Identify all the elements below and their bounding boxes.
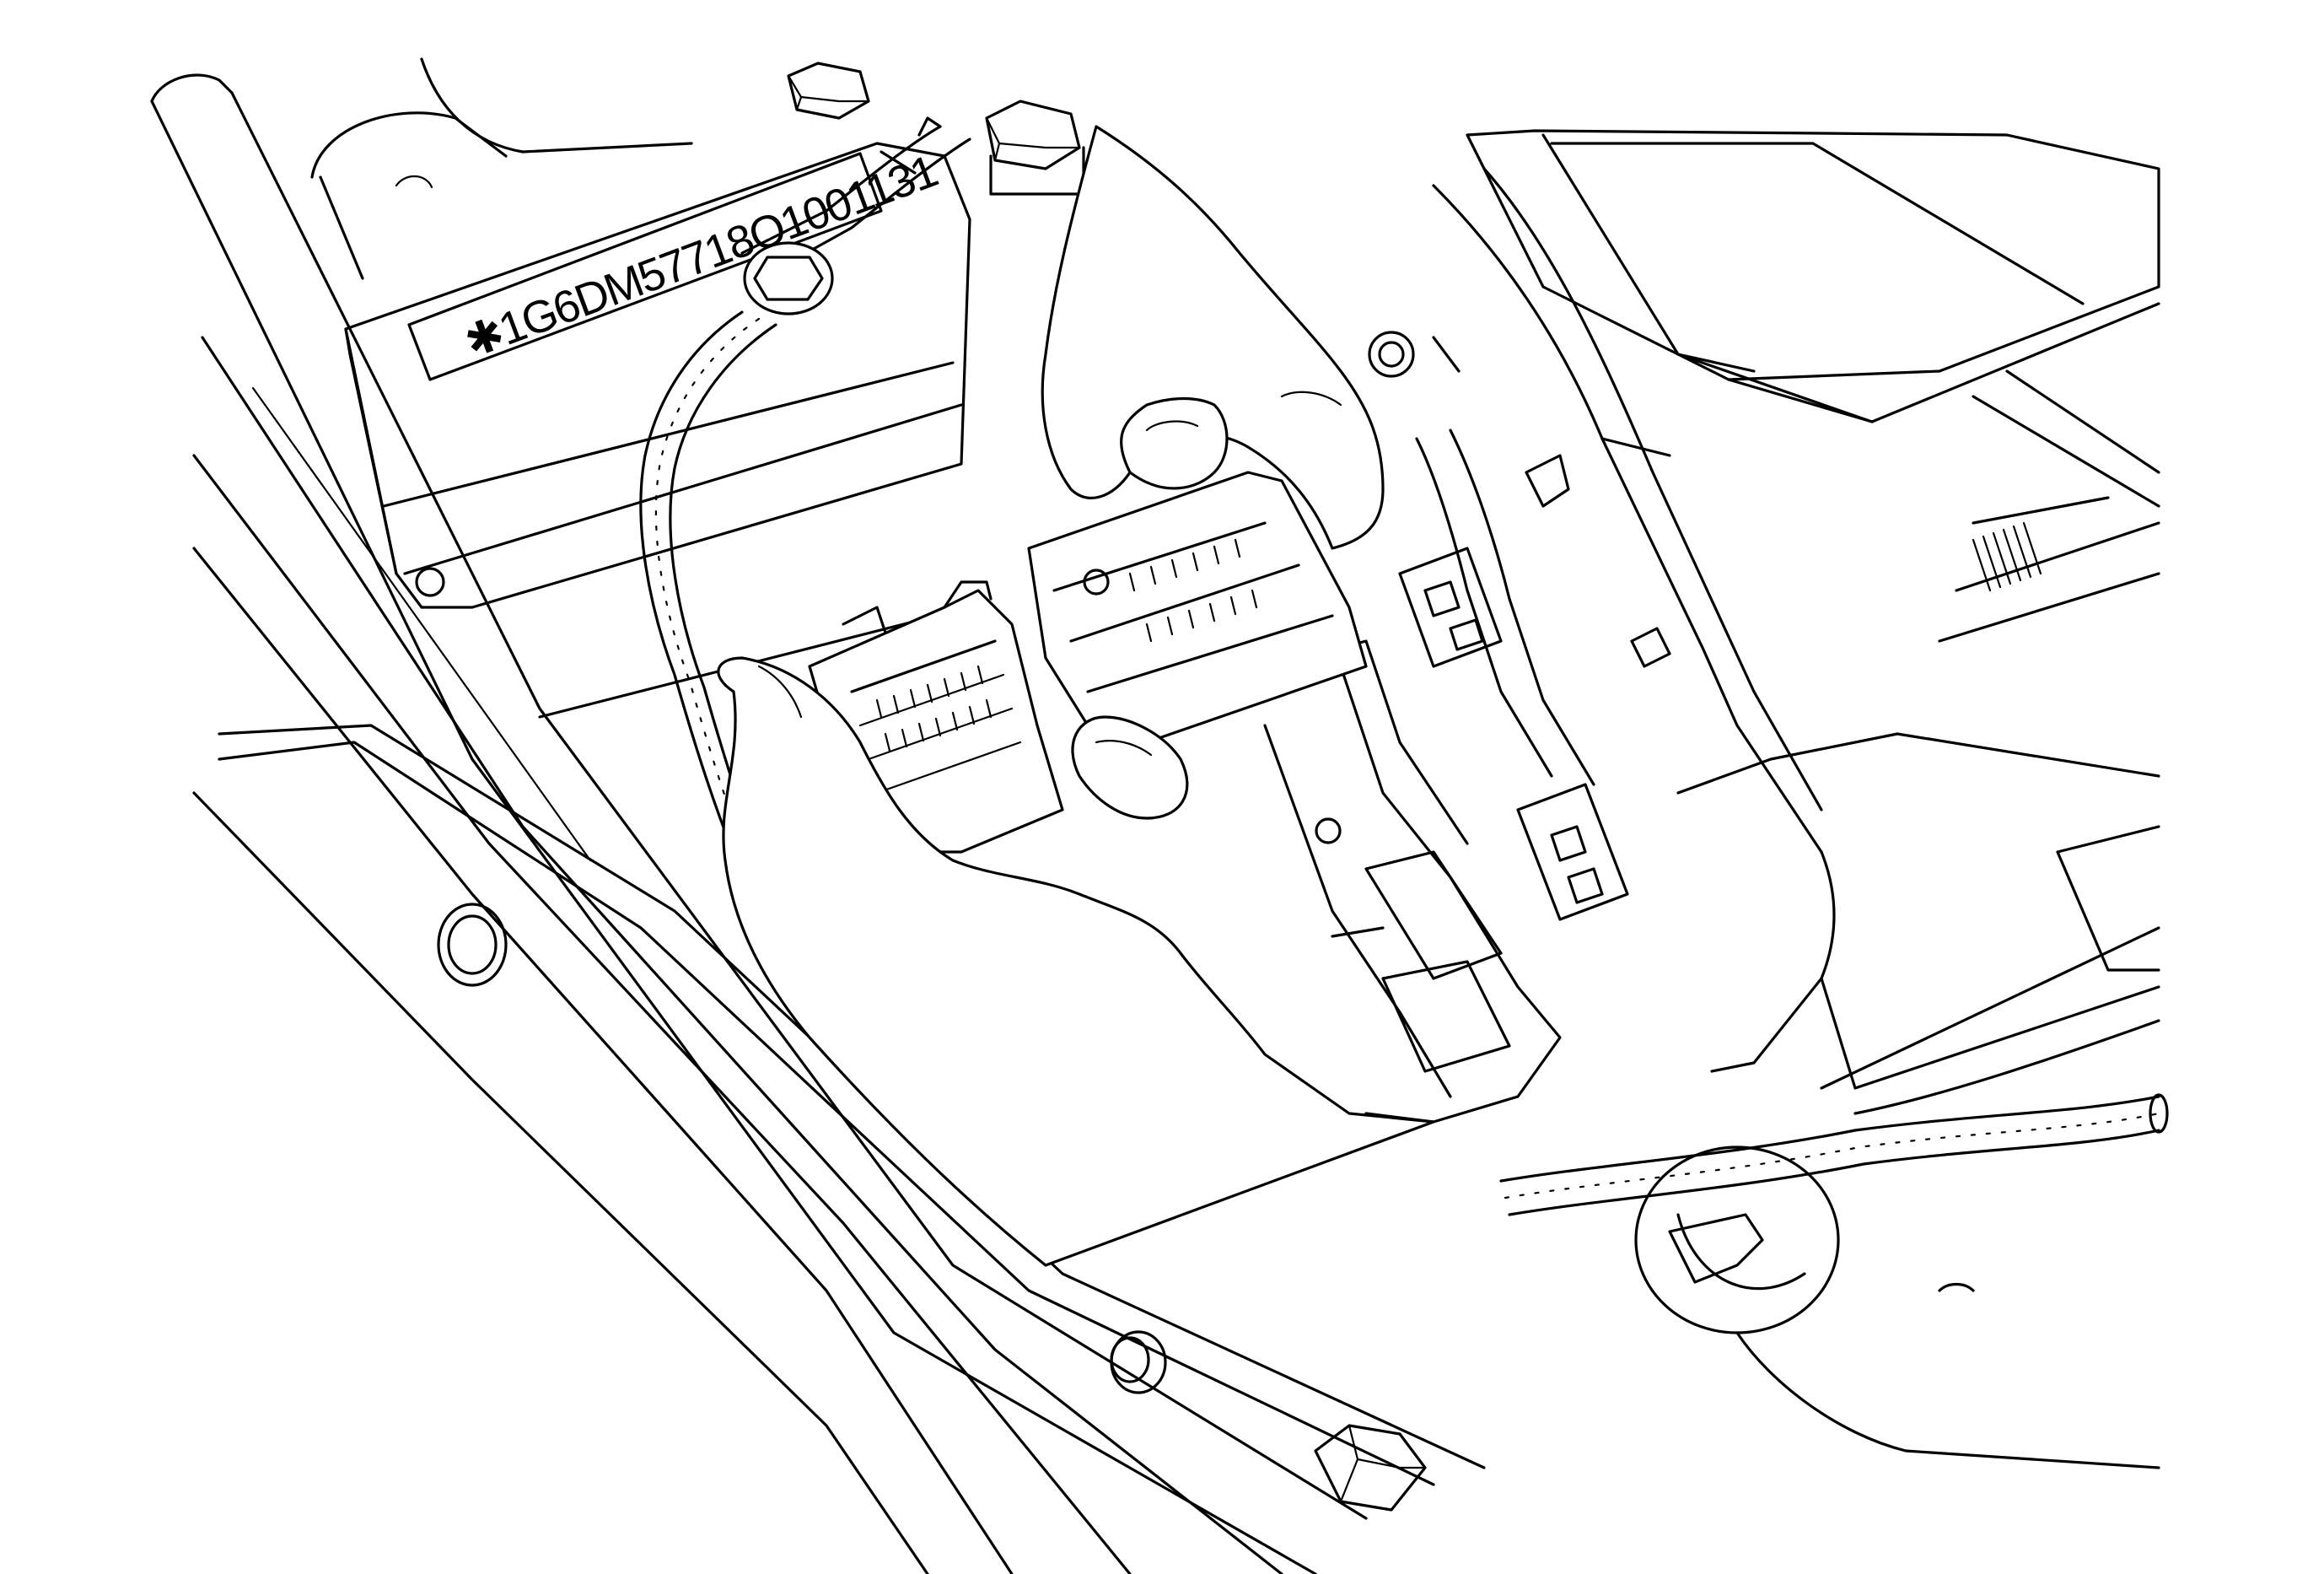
- harness-clip-right: [1415, 429, 1671, 786]
- lower-harness: [1499, 1093, 2169, 1216]
- fender-holes: [437, 903, 1167, 1394]
- fender-structure: [150, 73, 1486, 1574]
- ground-cable: [740, 116, 971, 272]
- strut-tower: [1820, 926, 2160, 1115]
- fender-bolt: [1314, 1424, 1427, 1512]
- lower-hand: [717, 656, 1435, 1267]
- engine-top-left: [310, 57, 693, 280]
- hose-right: [1938, 369, 2160, 643]
- connector-right: [1027, 471, 1368, 744]
- top-bolt-2: [985, 100, 1085, 196]
- top-bolt-1: [787, 62, 870, 120]
- fuse-box-right-cover: [1676, 732, 2160, 1090]
- upper-hand: [1041, 125, 1385, 550]
- ring-terminal: [743, 241, 834, 315]
- fuse-box-housing: [1432, 129, 2160, 1073]
- vin-label: ✱1G6DM57718O1001131: [458, 146, 943, 368]
- grommet: [1634, 1145, 2160, 1469]
- bracket-stud: [1368, 331, 1461, 378]
- relay-stack: [1398, 547, 1629, 921]
